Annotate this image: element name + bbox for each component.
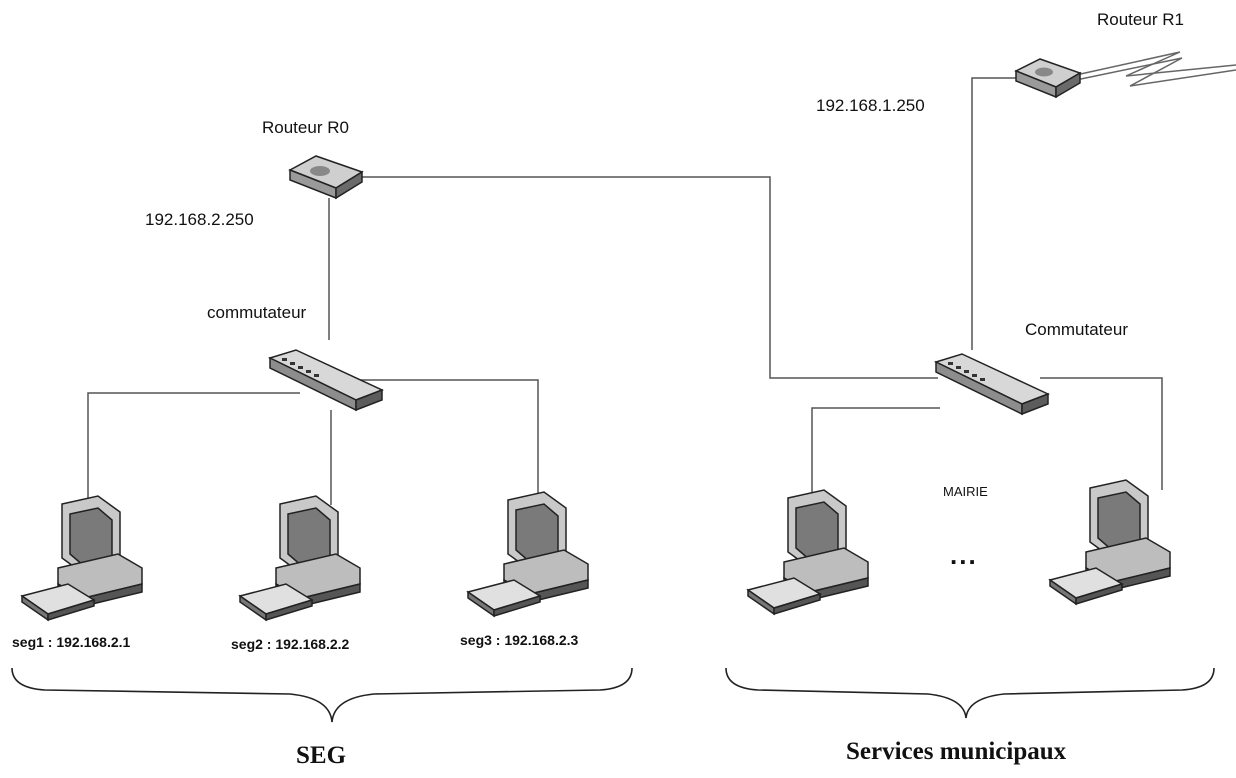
seg3-label: seg3 : 192.168.2.3 (460, 632, 579, 648)
pc-seg1-icon (20, 495, 143, 622)
link-mswitch-pc1 (811, 407, 940, 505)
link-switch-seg3 (340, 379, 539, 505)
router-r0-name: Routeur R0 (262, 118, 349, 137)
link-r1-mairie-switch (971, 77, 1018, 350)
seg1-label: seg1 : 192.168.2.1 (12, 634, 131, 650)
group-services-label: Services municipaux (846, 738, 1067, 765)
pc-seg2-icon (238, 495, 361, 622)
router-r0-icon (288, 155, 364, 200)
seg2-label: seg2 : 192.168.2.2 (231, 636, 350, 652)
router-r1-icon (1014, 58, 1082, 99)
brace-services (725, 667, 1215, 719)
group-seg-label: SEG (296, 742, 347, 769)
router-r1-name: Routeur R1 (1097, 10, 1184, 29)
pc-mairie2-icon (1048, 479, 1171, 606)
router-r1-ip: 192.168.1.250 (816, 96, 925, 115)
link-mswitch-pc2 (1040, 377, 1163, 490)
brace-seg (11, 667, 633, 723)
mairie-ellipsis: ... (950, 540, 978, 570)
router-r0-ip: 192.168.2.250 (145, 210, 254, 229)
pc-mairie1-icon (746, 489, 869, 616)
mairie-label: MAIRIE (943, 484, 988, 499)
link-switch-seg1 (87, 392, 300, 505)
link-r0-mairie-switch (362, 176, 938, 379)
switch-mairie-label: Commutateur (1025, 320, 1128, 339)
switch-mairie-icon (933, 353, 1050, 416)
pc-seg3-icon (466, 491, 589, 618)
switch-seg-label: commutateur (207, 303, 307, 322)
switch-seg-icon (267, 349, 384, 412)
